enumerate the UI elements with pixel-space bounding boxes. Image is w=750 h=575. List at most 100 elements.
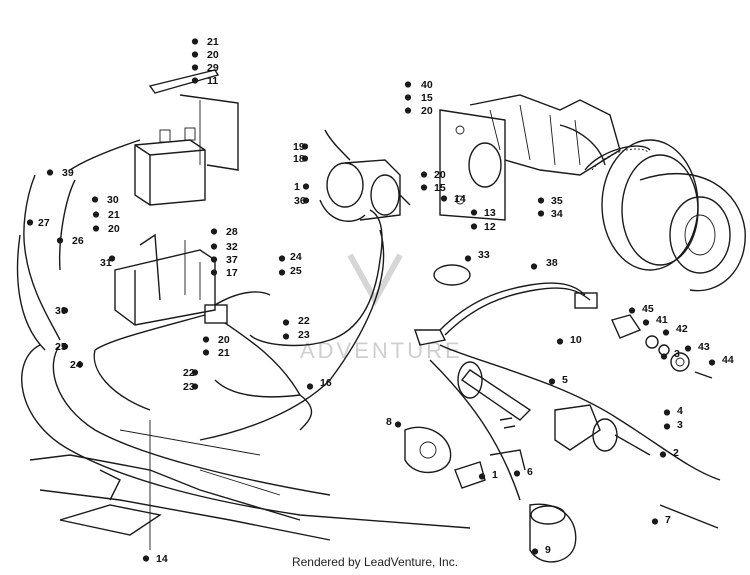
callout-label: 18 bbox=[293, 153, 305, 165]
callout-dot bbox=[548, 378, 556, 385]
callout-label: 40 bbox=[421, 79, 433, 91]
callout-label: 20 bbox=[108, 223, 120, 235]
callout-dot bbox=[663, 423, 671, 430]
callout-dot bbox=[191, 51, 199, 58]
callout-label: 16 bbox=[320, 377, 332, 389]
callout-label: 1 bbox=[492, 469, 498, 481]
callout-dot bbox=[708, 359, 716, 366]
callout-dot bbox=[92, 211, 100, 218]
callout-dot bbox=[210, 269, 218, 276]
callout-label: 41 bbox=[656, 314, 668, 326]
callout-dot bbox=[191, 369, 199, 376]
callout-label: 27 bbox=[38, 217, 50, 229]
callout-label: 20 bbox=[207, 49, 219, 61]
callout-label: 20 bbox=[421, 105, 433, 117]
callout-dot bbox=[108, 255, 116, 262]
callout-dot bbox=[142, 555, 150, 562]
engine-block bbox=[469, 94, 746, 292]
starter-motor-upper bbox=[319, 159, 411, 222]
callout-dot bbox=[420, 171, 428, 178]
callout-label: 22 bbox=[183, 367, 195, 379]
callout-label: 5 bbox=[562, 374, 568, 386]
callout-label: 45 bbox=[642, 303, 654, 315]
callout-label: 22 bbox=[298, 315, 310, 327]
callout-label: 23 bbox=[183, 381, 195, 393]
callout-dot bbox=[92, 225, 100, 232]
callout-dot bbox=[513, 470, 521, 477]
callout-dot bbox=[191, 38, 199, 45]
callout-label: 21 bbox=[108, 209, 120, 221]
callout-dot bbox=[394, 421, 402, 428]
callout-label: 28 bbox=[226, 226, 238, 238]
callout-label: 30 bbox=[107, 194, 119, 206]
callout-label: 21 bbox=[218, 347, 230, 359]
callout-label: 30 bbox=[55, 305, 67, 317]
callout-dot bbox=[537, 210, 545, 217]
battery bbox=[134, 69, 239, 206]
callout-label: 29 bbox=[207, 62, 219, 74]
callout-dot bbox=[530, 263, 538, 270]
callout-dot bbox=[282, 333, 290, 340]
callout-dot bbox=[46, 169, 54, 176]
callout-label: 43 bbox=[698, 341, 710, 353]
callout-dot bbox=[651, 518, 659, 525]
callout-label: 12 bbox=[484, 221, 496, 233]
callout-dot bbox=[301, 155, 309, 162]
callout-label: 6 bbox=[527, 466, 533, 478]
callout-dot bbox=[191, 77, 199, 84]
callout-label: 34 bbox=[551, 208, 563, 220]
callout-label: 32 bbox=[226, 241, 238, 253]
callout-label: 10 bbox=[570, 334, 582, 346]
callout-dot bbox=[26, 219, 34, 226]
callout-label: 2 bbox=[673, 447, 679, 459]
callout-dot bbox=[301, 143, 309, 150]
callout-dot bbox=[202, 349, 210, 356]
callout-dot bbox=[404, 81, 412, 88]
callout-labels: 2120291139302120272631323717242530252428… bbox=[26, 36, 734, 565]
callout-label: 24 bbox=[70, 359, 82, 371]
callout-dot bbox=[61, 307, 69, 314]
callout-label: 35 bbox=[551, 195, 563, 207]
callout-label: 9 bbox=[545, 544, 551, 556]
callout-dot bbox=[659, 451, 667, 458]
ring-gear bbox=[584, 145, 651, 171]
callout-dot bbox=[306, 383, 314, 390]
callout-label: 31 bbox=[100, 257, 112, 269]
callout-dot bbox=[210, 243, 218, 250]
callout-dot bbox=[61, 343, 69, 350]
callout-dot bbox=[537, 197, 545, 204]
callout-dot bbox=[628, 307, 636, 314]
callout-label: 20 bbox=[434, 169, 446, 181]
callout-dot bbox=[91, 196, 99, 203]
watermark: ADVENTURE bbox=[300, 253, 460, 363]
callout-dot bbox=[210, 256, 218, 263]
callout-label: 17 bbox=[226, 267, 238, 279]
callout-dot bbox=[202, 336, 210, 343]
mount-bracket bbox=[439, 109, 506, 221]
callout-dot bbox=[531, 548, 539, 555]
callout-label: 15 bbox=[421, 92, 433, 104]
callout-label: 3 bbox=[677, 419, 683, 431]
callout-label: 36 bbox=[294, 195, 306, 207]
callout-label: 14 bbox=[454, 193, 466, 205]
callout-dot bbox=[660, 353, 668, 360]
callout-dot bbox=[56, 237, 64, 244]
callout-dot bbox=[470, 209, 478, 216]
callout-dot bbox=[278, 269, 286, 276]
callout-label: 11 bbox=[207, 75, 218, 87]
callout-label: 4 bbox=[677, 405, 683, 417]
callout-label: 1 bbox=[294, 181, 300, 193]
callout-label: 19 bbox=[293, 141, 305, 153]
hull-outline bbox=[21, 344, 471, 550]
callout-label: 44 bbox=[722, 354, 734, 366]
callout-label: 7 bbox=[665, 514, 671, 526]
harness-38 bbox=[414, 282, 598, 346]
starter-motor-lower bbox=[404, 344, 721, 563]
callout-label: 25 bbox=[290, 265, 302, 277]
callout-dot bbox=[210, 228, 218, 235]
callout-label: 23 bbox=[298, 329, 310, 341]
callout-label: 8 bbox=[386, 416, 392, 428]
callout-label: 3 bbox=[674, 348, 680, 360]
render-credit: Rendered by LeadVenture, Inc. bbox=[291, 555, 459, 569]
